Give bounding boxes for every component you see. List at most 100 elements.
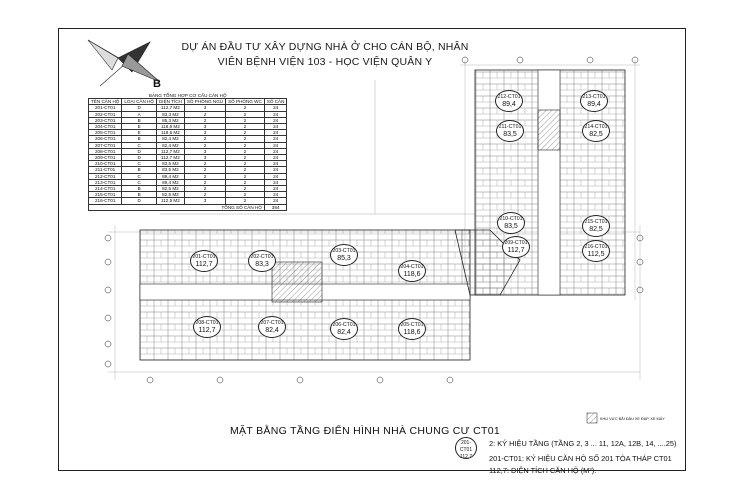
- table-cell: 2: [225, 197, 265, 205]
- table-cell: 2: [225, 122, 265, 131]
- apartment-id: 215-CT01: [584, 219, 608, 225]
- apartment-id: 214-CT01: [584, 124, 608, 130]
- table-header-cell: SỐ PHÒNG NGỦ: [183, 98, 227, 106]
- table-cell: 209-CT01: [87, 154, 123, 162]
- apartment-id: 209-CT01: [504, 240, 528, 246]
- hatch-legend-label: KHU VỰC BÃI ĐẬU XE ĐẠP, XE MÁY: [600, 417, 665, 421]
- table-cell: 2: [183, 110, 227, 118]
- apartment-area: 83,5: [503, 131, 517, 138]
- table-cell: 2: [225, 104, 265, 112]
- legend-apartment-note: 201-CT01: KÝ HIỆU CĂN HỘ SỐ 201 TÒA THÁP…: [489, 454, 672, 463]
- table-cell: 2: [183, 135, 227, 143]
- table-cell: 208-CT01: [87, 147, 123, 156]
- table-cell: 3: [183, 122, 227, 131]
- drawing-title: MẶT BẰNG TẦNG ĐIỂN HÌNH NHÀ CHUNG CƯ CT0…: [230, 425, 500, 437]
- table-cell: 2: [225, 147, 265, 156]
- apartment-area: 82,4: [265, 327, 279, 334]
- table-cell: 202-CT01: [87, 110, 123, 118]
- table-cell: 24: [263, 178, 288, 187]
- table-cell: 24: [263, 185, 288, 193]
- legend-symbol-badge: 201-CT01 112,7: [455, 437, 477, 460]
- legend-badge-area: 112,7: [459, 454, 473, 460]
- table-cell: 212-CT01: [87, 172, 123, 180]
- apartment-id: 202-CT01: [250, 254, 274, 260]
- table-cell: 3: [183, 147, 227, 156]
- table-cell: 2: [225, 178, 265, 187]
- table-cell: 213-CT01: [87, 178, 123, 187]
- apartment-area: 118,6: [403, 329, 421, 336]
- table-cell: 215-CT01: [87, 191, 123, 199]
- compass-rose: [87, 39, 161, 87]
- table-cell: 24: [263, 197, 288, 205]
- table-cell: 2: [183, 185, 227, 193]
- table-cell: 2: [225, 191, 265, 199]
- compass-label: B: [153, 78, 161, 90]
- table-cell: 24: [263, 104, 288, 112]
- table-cell: 214-CT01: [87, 185, 123, 193]
- apartment-area: 83,5: [504, 223, 518, 230]
- table-cell: 24: [263, 147, 288, 156]
- apartment-area: 83,3: [255, 261, 269, 268]
- table-cell: 2: [183, 160, 227, 168]
- apartment-area: 82,4: [337, 329, 351, 336]
- apartment-id: 213-CT01: [582, 94, 606, 100]
- table-cell: 2: [225, 116, 265, 125]
- table-cell: 3: [183, 129, 227, 137]
- table-cell: 24: [263, 135, 288, 143]
- apartment-id: 203-CT01: [332, 248, 356, 254]
- table-cell: 207-CT01: [87, 141, 123, 149]
- table-cell: 2: [225, 185, 265, 193]
- project-title-line-2: VIÊN BỆNH VIỆN 103 - HỌC VIỆN QUÂN Y: [217, 56, 433, 68]
- table-cell: 24: [263, 166, 288, 174]
- apartment-id: 206-CT01: [332, 322, 356, 328]
- apartment-id: 210-CT01: [499, 216, 523, 222]
- table-caption: BẢNG TỔNG HỢP CƠ CẤU CĂN HỘ: [148, 93, 227, 98]
- table-cell: 210-CT01: [87, 160, 123, 168]
- table-cell: 2: [225, 154, 265, 162]
- table-cell: 2: [225, 172, 265, 180]
- apartment-id: 211-CT01: [498, 124, 522, 130]
- table-total-value: 384: [263, 203, 288, 211]
- table-cell: 3: [183, 104, 227, 112]
- table-cell: 2: [225, 141, 265, 149]
- apartment-area: 82,5: [589, 131, 603, 138]
- table-cell: 2: [183, 172, 227, 180]
- table-cell: 24: [263, 141, 288, 149]
- apartment-area: 112,7: [195, 261, 213, 268]
- table-header-cell: TÊN CĂN HỘ: [87, 98, 123, 106]
- apartment-id: 212-CT01: [497, 94, 521, 100]
- table-cell: 2: [183, 178, 227, 187]
- table-cell: 211-CT01: [87, 166, 123, 174]
- table-cell: 2: [183, 166, 227, 174]
- legend-floor-note: 2: KÝ HIỆU TẦNG (TẦNG 2, 3 ... 11, 12A, …: [489, 439, 677, 448]
- apartment-area: 118,6: [403, 271, 421, 278]
- table-cell: 2: [225, 129, 265, 137]
- apartment-id: 204-CT01: [400, 264, 424, 270]
- table-header-cell: SỐ CĂN: [263, 98, 288, 106]
- table-cell: 205-CT01: [87, 129, 123, 137]
- table-cell: 24: [263, 160, 288, 168]
